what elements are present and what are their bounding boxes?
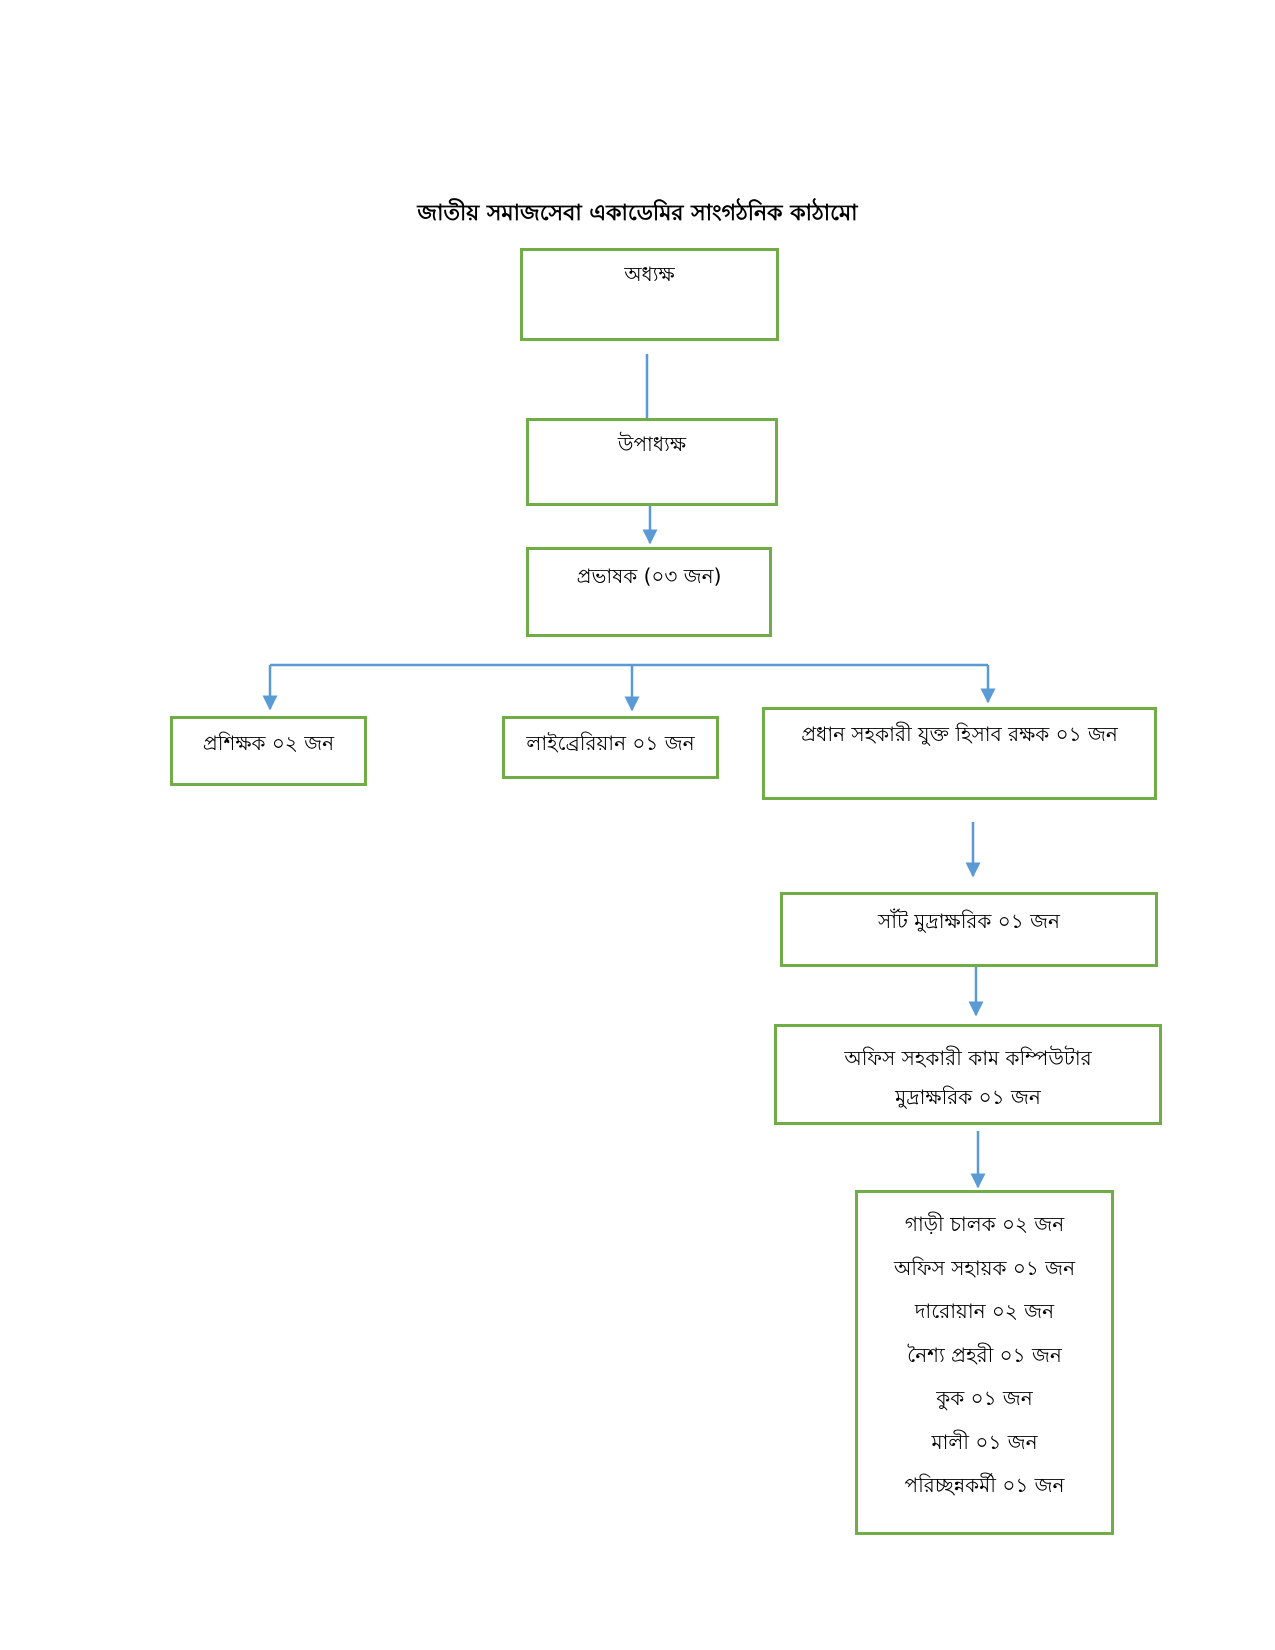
node-vice-principal: উপাধ্যক্ষ (526, 418, 778, 506)
node-stenographer: সাঁট মুদ্রাক্ষরিক ০১ জন (780, 892, 1158, 967)
staff-item: পরিচ্ছন্নকর্মী ০১ জন (904, 1473, 1065, 1497)
staff-item: গাড়ী চালক ০২ জন (904, 1212, 1065, 1236)
node-lecturer: প্রভাষক (০৩ জন) (526, 547, 772, 637)
staff-item: দারোয়ান ০২ জন (914, 1299, 1055, 1323)
node-accountant: প্রধান সহকারী যুক্ত হিসাব রক্ষক ০১ জন (762, 707, 1157, 800)
node-lecturer-label: প্রভাষক (০৩ জন) (576, 564, 722, 588)
node-principal-label: অধ্যক্ষ (624, 262, 675, 286)
node-librarian-label: লাইব্রেরিয়ান ০১ জন (526, 731, 695, 755)
node-accountant-label: প্রধান সহকারী যুক্ত হিসাব রক্ষক ০১ জন (801, 722, 1118, 746)
staff-item: কুক ০১ জন (936, 1386, 1033, 1410)
node-office-assistant-line: অফিস সহকারী কাম কম্পিউটার (844, 1046, 1092, 1070)
node-librarian: লাইব্রেরিয়ান ০১ জন (502, 716, 719, 779)
node-trainer: প্রশিক্ষক ০২ জন (170, 716, 367, 786)
staff-item: মালী ০১ জন (931, 1429, 1038, 1454)
node-office-assistant-line: মুদ্রাক্ষরিক ০১ জন (895, 1085, 1041, 1109)
node-office-assistant: অফিস সহকারী কাম কম্পিউটার মুদ্রাক্ষরিক ০… (774, 1024, 1162, 1125)
chart-title: জাতীয় সমাজসেবা একাডেমির সাংগঠনিক কাঠামো (417, 201, 858, 226)
node-vice-principal-label: উপাধ্যক্ষ (617, 432, 687, 456)
staff-item: অফিস সহায়ক ০১ জন (893, 1255, 1076, 1280)
staff-item: নৈশ্য প্রহরী ০১ জন (907, 1342, 1062, 1367)
node-principal: অধ্যক্ষ (520, 248, 779, 341)
node-stenographer-label: সাঁট মুদ্রাক্ষরিক ০১ জন (878, 909, 1060, 933)
node-trainer-label: প্রশিক্ষক ০২ জন (202, 731, 335, 755)
node-support-staff: গাড়ী চালক ০২ জন অফিস সহায়ক ০১ জন দারোয… (855, 1190, 1114, 1535)
